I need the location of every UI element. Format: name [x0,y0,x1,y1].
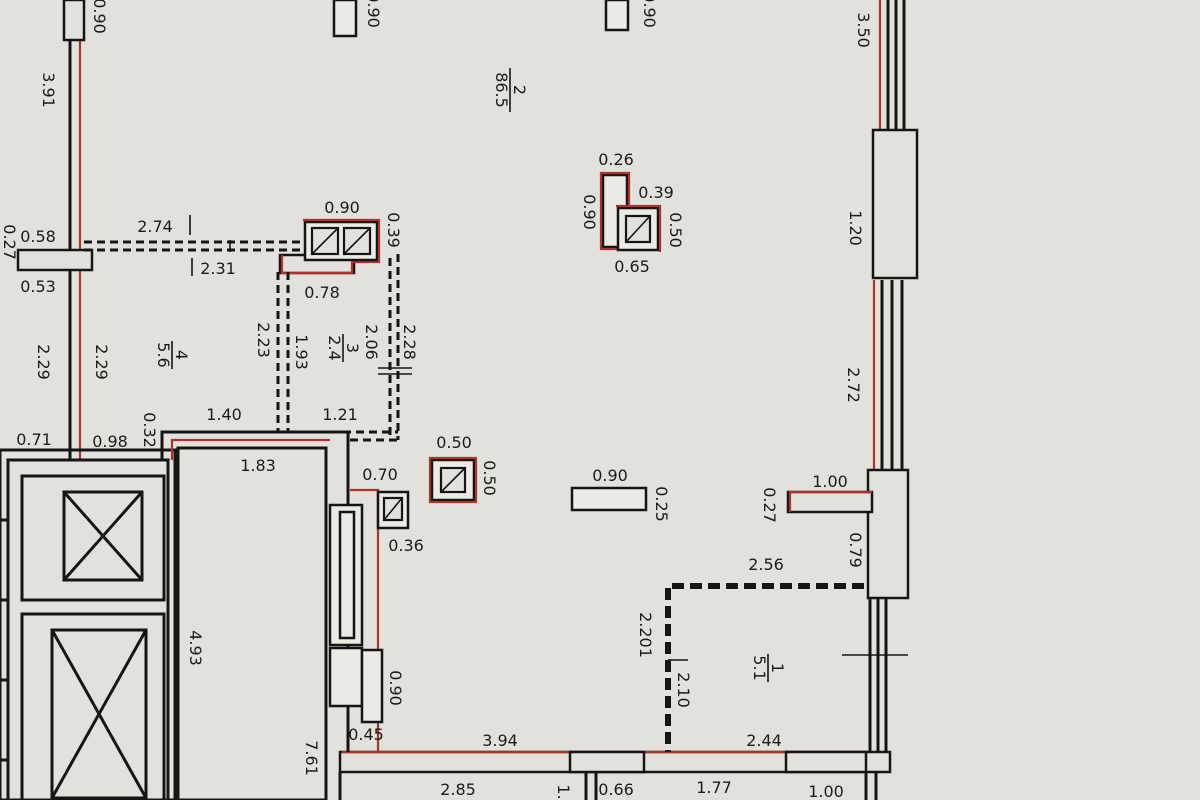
dim-label: 2.28 [400,324,419,360]
elevator-core [0,448,177,800]
dim-label: 2.06 [362,324,381,360]
dim-label: 0.27 [760,487,779,523]
dim-label: 1.00 [812,472,848,491]
dim-label: 0.39 [384,212,403,248]
room-1-area: 5.1 [750,655,769,680]
dim-label: 0.58 [20,227,56,246]
dim-label: 3.91 [39,72,58,108]
dim-label: 2.85 [440,780,476,799]
shaft-upper [62,490,144,582]
column-top-left [62,0,86,42]
dim-label: 0.79 [846,532,865,568]
dim-label: 2.31 [200,259,236,278]
room-1-number: 1 [768,663,787,673]
dim-label: 1.20 [846,210,865,246]
dim-label: 0.27 [0,224,19,260]
wall-ledge-left [16,248,94,272]
dim-label: 0.36 [388,536,424,555]
dim-label: 2.29 [34,344,53,380]
dim-label: 4.93 [186,630,205,666]
room-2-number: 2 [510,85,529,95]
vent-shafts [303,0,662,530]
dim-label: 1.00 [808,782,844,800]
room-3-number: 3 [343,343,362,353]
dim-label: 0.25 [652,486,671,522]
column-top-center [604,0,630,32]
window-pier-upper [871,128,919,280]
room-3-area: 2.4 [325,335,344,360]
dim-label: 1. [554,784,573,799]
room-4-number: 4 [172,350,191,360]
dim-label: 0.98 [92,432,128,451]
shaft-room [160,430,384,800]
dim-label: 0.66 [598,780,634,799]
shaft-lower [50,628,148,800]
dim-label: 0.53 [20,277,56,296]
dim-label: 0.45 [348,725,384,744]
dim-label: 2.201 [636,612,655,658]
dim-label: 7.61 [302,740,321,776]
column-bottom-mid [568,750,646,774]
dim-label: 0.50 [436,433,472,452]
dim-label: 0.90 [640,0,659,28]
walls [16,0,919,800]
dim-label: 2.56 [748,555,784,574]
dim-label: 0.90 [386,670,405,706]
dim-label: 2.72 [844,367,863,403]
dimension-labels: 0.90 0.90 0.90 3.91 3.50 1.20 2.72 0.26 … [0,0,873,800]
column-top-left-mid [332,0,358,38]
dim-label: 3.94 [482,731,518,750]
dim-label: 1.93 [292,334,311,370]
room-1-walls [665,583,864,752]
dim-label: 2.23 [254,322,273,358]
dim-label: 3.50 [854,12,873,48]
dim-label: 0.90 [324,198,360,217]
dim-label: 0.70 [362,465,398,484]
dim-label: 0.90 [90,0,109,34]
dim-label: 0.65 [614,257,650,276]
room-2-area: 86.5 [492,72,511,108]
room-labels: 2 86.5 4 5.6 3 2.4 1 5.1 [154,68,787,682]
column-090 [570,486,648,512]
dim-label: 1.40 [206,405,242,424]
dim-label: 0.90 [580,194,599,230]
dim-label: 2.74 [137,217,173,236]
duct-lower [328,646,364,708]
dim-label: 2.29 [92,344,111,380]
dim-label: 0.90 [364,0,383,28]
window-pier-lower [866,468,910,600]
dim-label: 0.26 [598,150,634,169]
dim-label: 2.44 [746,731,782,750]
column-bottom-right [784,750,868,774]
dim-label: 1.77 [696,778,732,797]
dim-label: 2.10 [674,672,693,708]
room-4-area: 5.6 [154,342,173,367]
wall-stub-right [786,490,874,514]
dim-label: 0.32 [140,412,159,448]
dim-label: 0.50 [666,212,685,248]
dim-label: 1.83 [240,456,276,475]
dim-label: 0.71 [16,430,52,449]
dim-label: 1.21 [322,405,358,424]
dim-label: 0.39 [638,183,674,202]
dim-label: 0.90 [592,466,628,485]
dim-label: 0.50 [480,460,499,496]
dim-label: 0.78 [304,283,340,302]
